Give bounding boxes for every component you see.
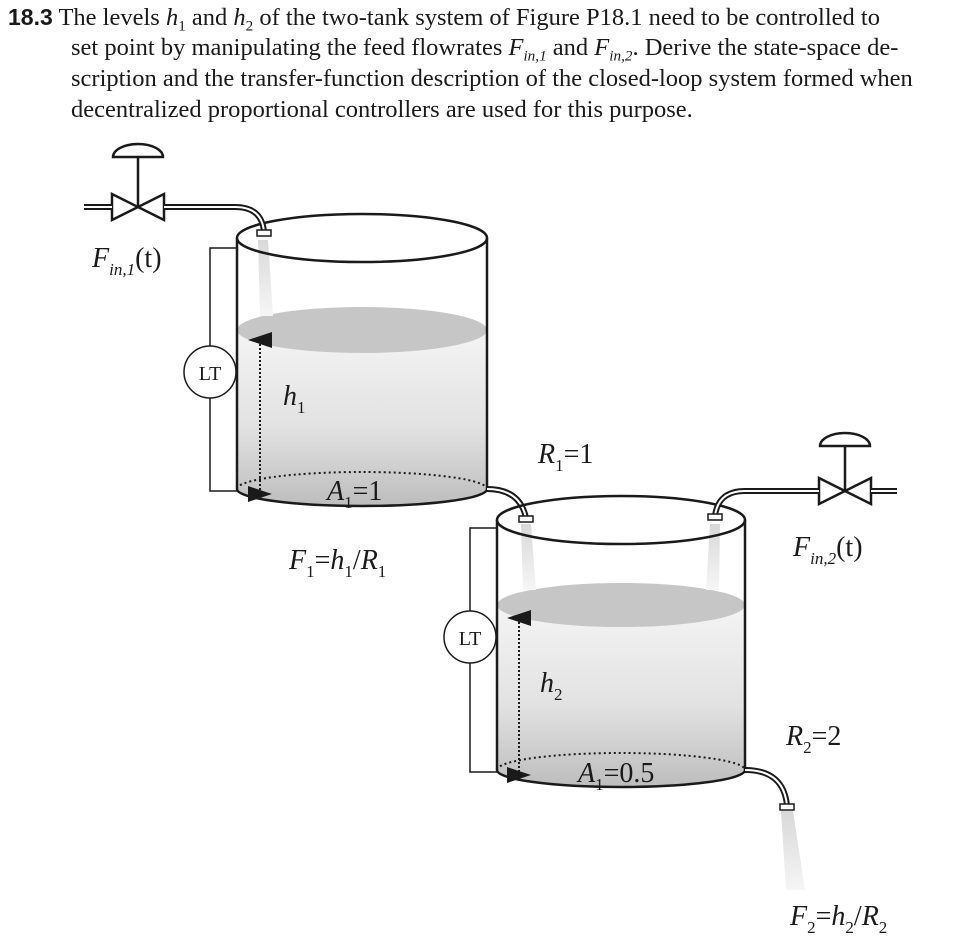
text-segment: . Derive the state-space de-	[632, 34, 899, 61]
label-A1: A1=1	[325, 476, 382, 512]
tank-1-top	[235, 212, 489, 264]
level-transmitter-1: LT	[183, 247, 237, 492]
outlet-jet	[781, 811, 805, 890]
connecting-pipe	[486, 486, 534, 523]
lt-1-label: LT	[199, 363, 222, 385]
tank-2	[495, 494, 747, 789]
level-transmitter-2: LT	[443, 527, 497, 773]
problem-line-4: decentralized proportional controllers a…	[71, 96, 693, 123]
outlet-nozzle	[779, 803, 795, 811]
valve-1-actuator	[111, 142, 165, 159]
pipe-1-out-bore	[164, 206, 265, 233]
tank-1-liquid-surface	[237, 307, 487, 353]
sub-2: 2	[245, 17, 254, 35]
label-fin2: Fin,2(t)	[792, 532, 863, 568]
valve-2-actuator	[818, 431, 872, 448]
problem-line-3: scription and the transfer-function desc…	[71, 65, 913, 92]
text-segment: The levels	[58, 4, 160, 31]
text-segment: and	[552, 34, 589, 61]
text-segment: of the two-tank system of Figure P18.1 n…	[259, 4, 880, 31]
tank-2-inflow-jet-2	[706, 524, 720, 590]
label-F2: F2=h2/R2	[789, 901, 887, 937]
problem-number: 18.3	[8, 4, 53, 30]
tank-1-inflow-jet	[258, 240, 273, 316]
sub-1: 1	[178, 17, 186, 35]
tank-2-liquid	[497, 605, 745, 787]
feed-valve-2	[707, 431, 897, 521]
label-fin1: Fin,1(t)	[91, 243, 162, 279]
text-segment: set point by manipulating the feed flowr…	[71, 34, 503, 61]
tank-1	[235, 212, 489, 508]
lt-2-circle	[443, 610, 497, 664]
problem-line-2: set point by manipulating the feed flowr…	[71, 33, 898, 63]
problem-line-1: 18.3 The levels h1 and h2 of the two-tan…	[8, 2, 880, 33]
label-A2: A1=0.5	[576, 758, 654, 794]
pipe-2-out-bore	[714, 490, 819, 517]
feed-valve-1	[84, 142, 272, 237]
label-F1: F1=h1/R1	[288, 545, 386, 581]
var-F: F	[594, 34, 610, 61]
pipe-1-nozzle	[256, 229, 272, 237]
lt-2-label: LT	[459, 628, 482, 650]
lt-1-circle	[183, 345, 237, 399]
label-R1: R1=1	[537, 439, 593, 475]
tank-1-liquid	[237, 330, 487, 506]
connect-pipe-nozzle	[518, 515, 534, 523]
pipe-2-nozzle	[707, 513, 723, 521]
sub-in1: in,1	[523, 47, 547, 65]
label-h1: h1	[283, 381, 306, 417]
outlet-pipe-outer	[744, 767, 790, 807]
var-h2: h	[233, 4, 246, 31]
label-R2: R2=2	[785, 721, 841, 757]
var-F: F	[508, 34, 524, 61]
connect-pipe-bore	[486, 488, 527, 519]
pipe-2-out	[712, 488, 819, 517]
text-segment: and	[191, 4, 228, 31]
outlet-pipe	[744, 767, 805, 890]
label-h2: h2	[540, 668, 563, 704]
tank-2-liquid-surface	[497, 583, 745, 627]
outlet-pipe-bore	[744, 769, 788, 807]
tank-2-inflow-jet-1	[521, 524, 536, 590]
sub-in2: in,2	[609, 47, 633, 65]
var-h1: h	[165, 4, 179, 31]
